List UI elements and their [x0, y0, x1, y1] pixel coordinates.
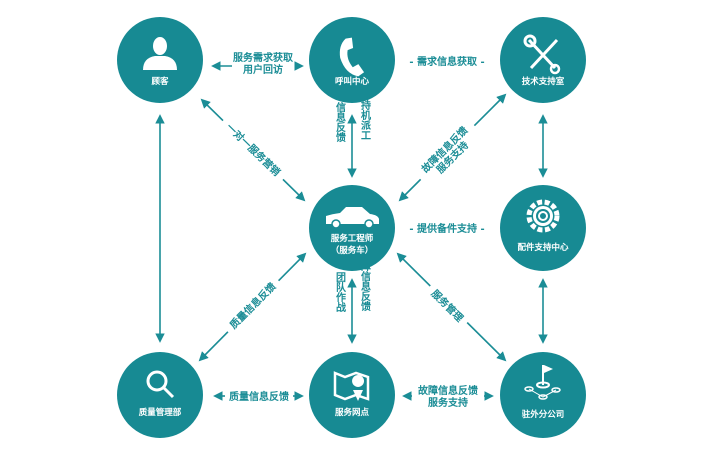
edge-label: 团队作战 [334, 272, 346, 313]
edge-label: 服务支持 [428, 396, 468, 409]
edge-label: 信息反馈 [334, 101, 347, 143]
node-label: 服务工程师 [331, 233, 374, 244]
node-service-point: 服务网点 [309, 352, 395, 438]
node-label: 服务网点 [335, 407, 370, 418]
edge-label: 服务需求获取 [233, 51, 294, 64]
node-label: （服务车） [331, 245, 374, 256]
edge-engineer-branch: 服务管理 [396, 252, 507, 362]
node-tech-support: 技术支持室 [500, 17, 586, 103]
node-engineer: 服务工程师 （服务车） [309, 185, 395, 271]
edge-engineer-parts: - 提供备件支持 - [409, 222, 484, 235]
edge-label: - 需求信息获取 - [409, 55, 484, 68]
user-icon [143, 37, 177, 70]
flag-target-icon [524, 365, 561, 400]
phone-icon [339, 37, 365, 77]
edge-label: 质量信息反馈 [227, 280, 279, 332]
node-parts-center: 配件支持中心 [500, 185, 586, 271]
edge-tech-engineer: 故障信息反馈 服务支持 [398, 93, 507, 202]
node-label: 质量管理部 [139, 407, 182, 418]
node-branch-office: 驻外分公司 [500, 352, 586, 438]
node-label: 呼叫中心 [335, 76, 370, 87]
edge-label: 一对一服务营销 [224, 121, 283, 179]
node-quality-dept: 质量管理部 [117, 352, 203, 438]
edge-label: 故障信息反馈 [418, 384, 478, 397]
edge-engineer-quality: 质量信息反馈 [198, 252, 307, 362]
map-pin-icon [333, 371, 370, 401]
edge-customer-call: 服务需求获取 用户回访 [211, 51, 304, 76]
edge-quality-point: 质量信息反馈 [213, 390, 304, 403]
edge-customer-engineer: 一对一服务营销 [200, 98, 306, 202]
edge-label: - 提供备件支持 - [409, 222, 484, 235]
car-icon [326, 207, 379, 229]
gear-icon [526, 199, 560, 233]
node-label: 顾客 [151, 76, 169, 87]
node-label: 驻外分公司 [522, 409, 565, 420]
node-call-center: 呼叫中心 [309, 17, 395, 103]
node-label: 技术支持室 [522, 76, 565, 87]
edge-label: 质量信息反馈 [229, 390, 289, 403]
node-label: 配件支持中心 [517, 242, 569, 253]
edge-label: 服务管理 [429, 287, 466, 324]
edge-point-branch: 故障信息反馈 服务支持 [402, 384, 494, 409]
edge-call-tech: - 需求信息获取 - [409, 55, 484, 68]
node-customer: 顾客 [117, 17, 203, 103]
tools-icon [523, 34, 561, 75]
edge-label: 用户回访 [242, 63, 283, 76]
search-icon [146, 370, 175, 399]
